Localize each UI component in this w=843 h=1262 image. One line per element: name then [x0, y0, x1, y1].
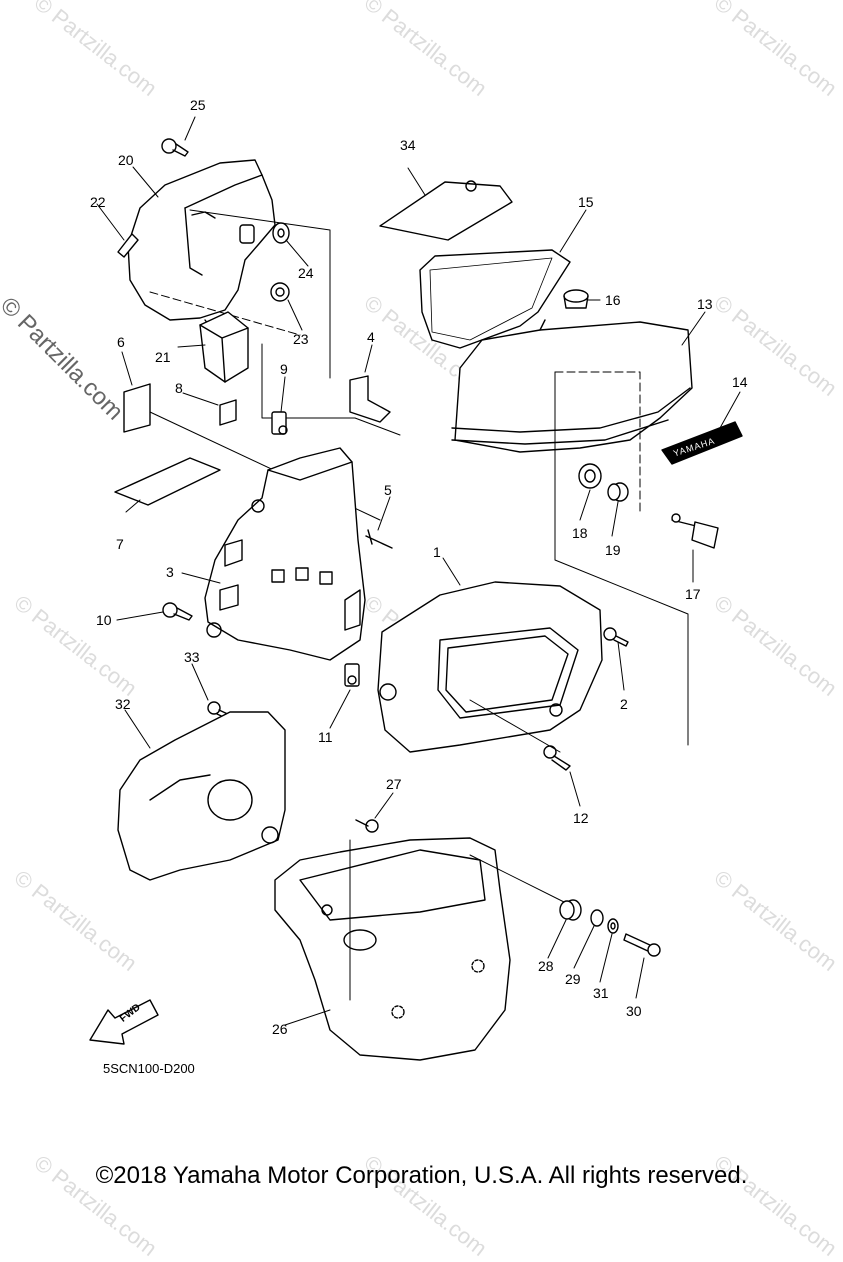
part-23-grommet	[270, 282, 290, 302]
callout-17: 17	[685, 586, 701, 602]
part-6-pad	[123, 383, 151, 433]
part-1-airbox	[377, 581, 603, 753]
part-25-screw	[161, 138, 189, 157]
callout-5: 5	[384, 482, 392, 498]
part-10-bolt	[162, 602, 193, 621]
callout-16: 16	[605, 292, 621, 308]
callout-10: 10	[96, 612, 112, 628]
callout-19: 19	[605, 542, 621, 558]
callout-21: 21	[155, 349, 171, 365]
diagram-code: 5SCN100-D200	[103, 1061, 195, 1076]
part-7-mat	[114, 457, 221, 506]
callout-14: 14	[732, 374, 748, 390]
callout-7: 7	[116, 536, 124, 552]
part-19-bushing	[607, 482, 629, 502]
part-28-collar	[559, 899, 582, 921]
parts-diagram	[89, 116, 743, 1061]
part-18-nut	[578, 463, 602, 489]
callout-34: 34	[400, 137, 416, 153]
callout-32: 32	[115, 696, 131, 712]
callout-9: 9	[280, 361, 288, 377]
part-5-rivet	[365, 529, 393, 549]
part-14-emblem	[661, 421, 743, 465]
callout-22: 22	[90, 194, 106, 210]
callout-23: 23	[293, 331, 309, 347]
part-2-bolt	[603, 627, 629, 647]
callout-33: 33	[184, 649, 200, 665]
callout-2: 2	[620, 696, 628, 712]
callout-3: 3	[166, 564, 174, 580]
part-29-bushing	[590, 909, 604, 927]
part-22-grommet	[117, 233, 139, 258]
callout-27: 27	[386, 776, 402, 792]
callout-29: 29	[565, 971, 581, 987]
part-20-cover	[127, 159, 276, 331]
part-9-clip	[271, 411, 288, 435]
part-26-cover	[274, 837, 511, 1061]
part-16-grommet	[563, 289, 589, 309]
callout-8: 8	[175, 380, 183, 396]
part-31-washer	[607, 918, 619, 934]
callout-25: 25	[190, 97, 206, 113]
callout-20: 20	[118, 152, 134, 168]
part-32-cover	[117, 711, 286, 881]
callout-28: 28	[538, 958, 554, 974]
part-13-side-cover	[451, 319, 693, 453]
callout-18: 18	[572, 525, 588, 541]
part-27-screw	[355, 819, 379, 833]
callout-1: 1	[433, 544, 441, 560]
part-4-bracket	[349, 375, 391, 423]
part-17-knob	[671, 513, 719, 549]
part-15-panel	[419, 249, 571, 349]
part-12-bolt	[543, 745, 571, 771]
callout-11: 11	[318, 729, 333, 745]
callout-15: 15	[578, 194, 594, 210]
part-11-clip	[344, 663, 360, 687]
copyright-notice: ©2018 Yamaha Motor Corporation, U.S.A. A…	[95, 1162, 748, 1189]
callout-26: 26	[272, 1021, 288, 1037]
part-3-box	[204, 447, 366, 661]
part-30-bolt	[623, 933, 661, 957]
callout-6: 6	[117, 334, 125, 350]
part-34-plate	[379, 181, 513, 241]
callout-31: 31	[593, 985, 609, 1001]
part-21-pad	[199, 311, 249, 383]
callout-13: 13	[697, 296, 713, 312]
callout-12: 12	[573, 810, 589, 826]
callout-24: 24	[298, 265, 314, 281]
callout-30: 30	[626, 1003, 642, 1019]
part-8-bushing	[219, 399, 237, 426]
fwd-arrow-icon	[89, 999, 159, 1045]
callout-4: 4	[367, 329, 375, 345]
